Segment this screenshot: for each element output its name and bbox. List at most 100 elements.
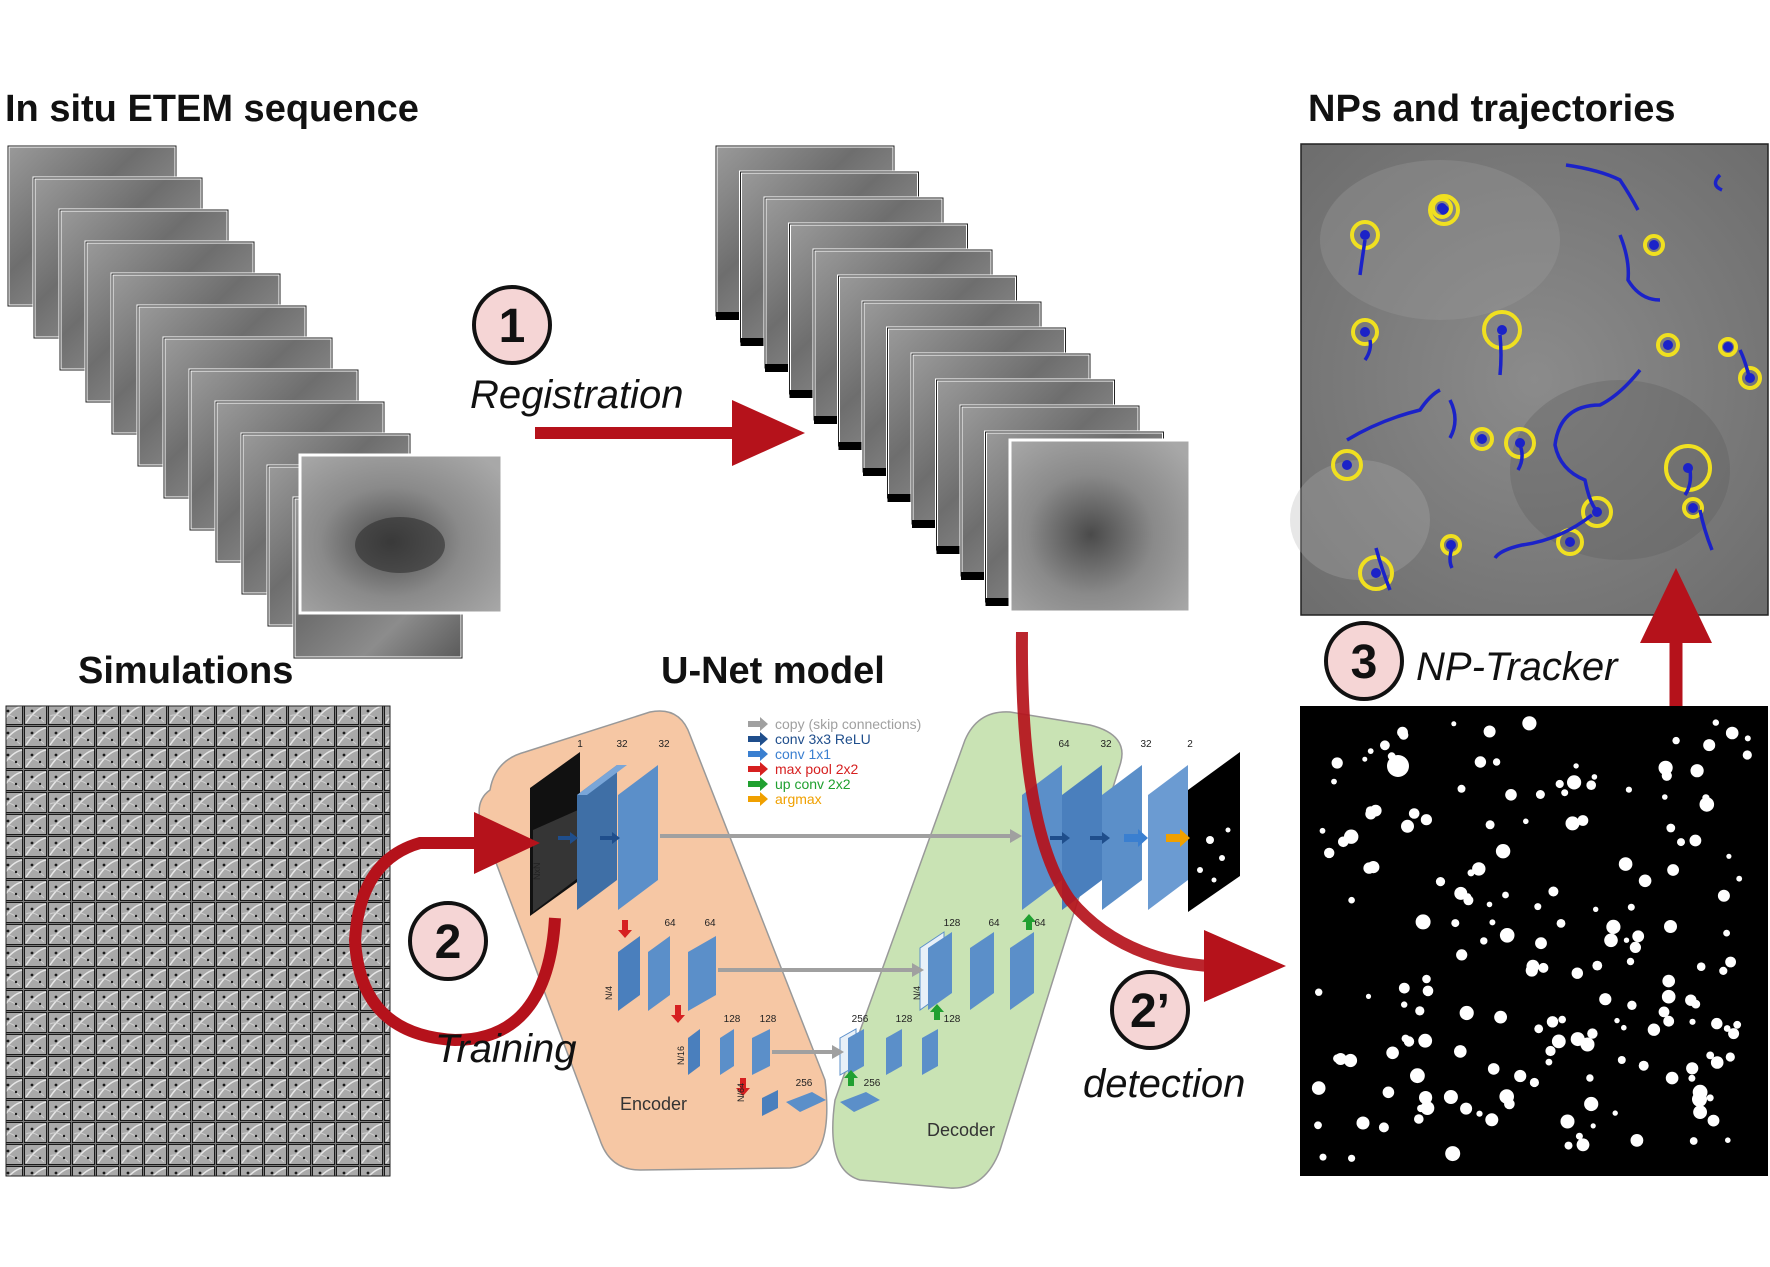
np-dot (1725, 1137, 1731, 1143)
np-dot (1418, 1033, 1433, 1048)
np-dot (1556, 919, 1566, 928)
maxpool-arrows (618, 920, 750, 1096)
channel-count: 64 (664, 918, 676, 929)
np-dot (1723, 1025, 1731, 1032)
np-dot (1666, 823, 1676, 833)
unet-output-image (1188, 752, 1240, 912)
decoder-level-3 (839, 1028, 938, 1076)
np-dot (1693, 768, 1701, 777)
np-dot (1467, 869, 1475, 877)
channel-count: 32 (658, 739, 670, 750)
np-dot (1593, 906, 1599, 912)
np-dot (1314, 1121, 1322, 1130)
np-dot (1742, 750, 1752, 760)
step-1-registration: 1 Registration (470, 285, 805, 466)
trajectory-path (1363, 339, 1373, 362)
step-3-circle (1324, 621, 1404, 701)
np-ring (1718, 337, 1738, 357)
np-dot (1365, 993, 1372, 1000)
decoder-level-2 (919, 931, 1034, 1011)
title-simulations: Simulations (78, 650, 293, 692)
np-dot (1454, 886, 1468, 900)
step-1-number: 1 (499, 300, 526, 353)
trajectory-path (1713, 173, 1723, 192)
np-dot (1614, 1017, 1620, 1024)
np-dot (1575, 1132, 1583, 1140)
np-dot (1504, 1098, 1515, 1110)
np-dot (1445, 1146, 1461, 1162)
np-dot (1661, 989, 1676, 1004)
np-dot (1362, 756, 1368, 762)
np-dot (1422, 985, 1434, 997)
step-3-number: 3 (1351, 636, 1378, 689)
np-dot (1419, 1091, 1433, 1105)
channel-count: 1 (577, 739, 583, 750)
np-dot (1548, 886, 1559, 897)
legend-arrow (748, 732, 768, 746)
np-dot (1710, 1056, 1724, 1069)
step-2-prime-detection: 2’ detection (1015, 631, 1286, 1106)
np-dot (1443, 1090, 1458, 1104)
np-dot (1686, 1062, 1699, 1075)
legend-arrow (748, 792, 768, 806)
legend-arrow (748, 747, 768, 761)
trajectory-path (1448, 399, 1457, 439)
encoder-level-2 (618, 936, 716, 1011)
tracker-arrow-head (1640, 568, 1712, 643)
trajectory-path (1498, 334, 1503, 376)
np-dot-large (1387, 755, 1409, 777)
np-dot (1311, 1081, 1326, 1095)
np-dot (1706, 1051, 1715, 1060)
np-dot (1534, 1024, 1544, 1034)
np-dot (1551, 1034, 1566, 1049)
np-dot (1459, 1005, 1474, 1021)
trajectories-panel (1290, 143, 1769, 616)
np-dot (1564, 1141, 1573, 1150)
np-ring (1738, 366, 1762, 390)
trajectory-path (1448, 547, 1454, 569)
np-dot (1663, 1015, 1675, 1027)
np-dot (1736, 875, 1743, 882)
np-dot (1672, 736, 1680, 745)
registered-image-stack (714, 144, 1192, 614)
np-dot (1485, 820, 1495, 830)
np-dot (1483, 725, 1496, 738)
np-dot (1523, 818, 1529, 825)
np-dot (1630, 1134, 1644, 1147)
channel-count: 2 (1187, 739, 1193, 750)
np-dot (1677, 838, 1685, 847)
trajectory-path (1553, 368, 1642, 514)
np-dot (1410, 1068, 1425, 1084)
step-2-label: Training (435, 1027, 577, 1071)
np-dot (1703, 739, 1716, 752)
np-dot (1514, 1069, 1527, 1083)
trajectory-path (1683, 469, 1693, 497)
np-dot (1662, 974, 1675, 988)
np-dot (1344, 829, 1359, 844)
np-dot (1576, 1138, 1590, 1152)
np-dot (1414, 1114, 1424, 1124)
np-dot (1725, 956, 1736, 968)
trajectory-path (1346, 388, 1441, 442)
np-dot (1587, 1028, 1598, 1039)
np-dot (1604, 933, 1618, 948)
step-1-circle (472, 285, 552, 365)
np-dot (1567, 775, 1582, 790)
np-dot (1691, 999, 1701, 1009)
raw-etem-image-stack (6, 144, 504, 660)
np-dot (1632, 930, 1645, 943)
trajectory-path (1516, 444, 1524, 471)
np-dot (1725, 726, 1739, 740)
np-dot (1333, 1054, 1342, 1063)
np-dot (1638, 1060, 1649, 1071)
np-dot (1480, 937, 1488, 945)
detected-nanoparticles (1311, 716, 1752, 1162)
channel-count: 128 (760, 1014, 777, 1025)
np-dot (1486, 901, 1493, 908)
np-dot (1580, 1037, 1595, 1052)
np-dot (1401, 819, 1414, 833)
np-dot (1415, 914, 1431, 930)
np-dot (1476, 1110, 1483, 1117)
